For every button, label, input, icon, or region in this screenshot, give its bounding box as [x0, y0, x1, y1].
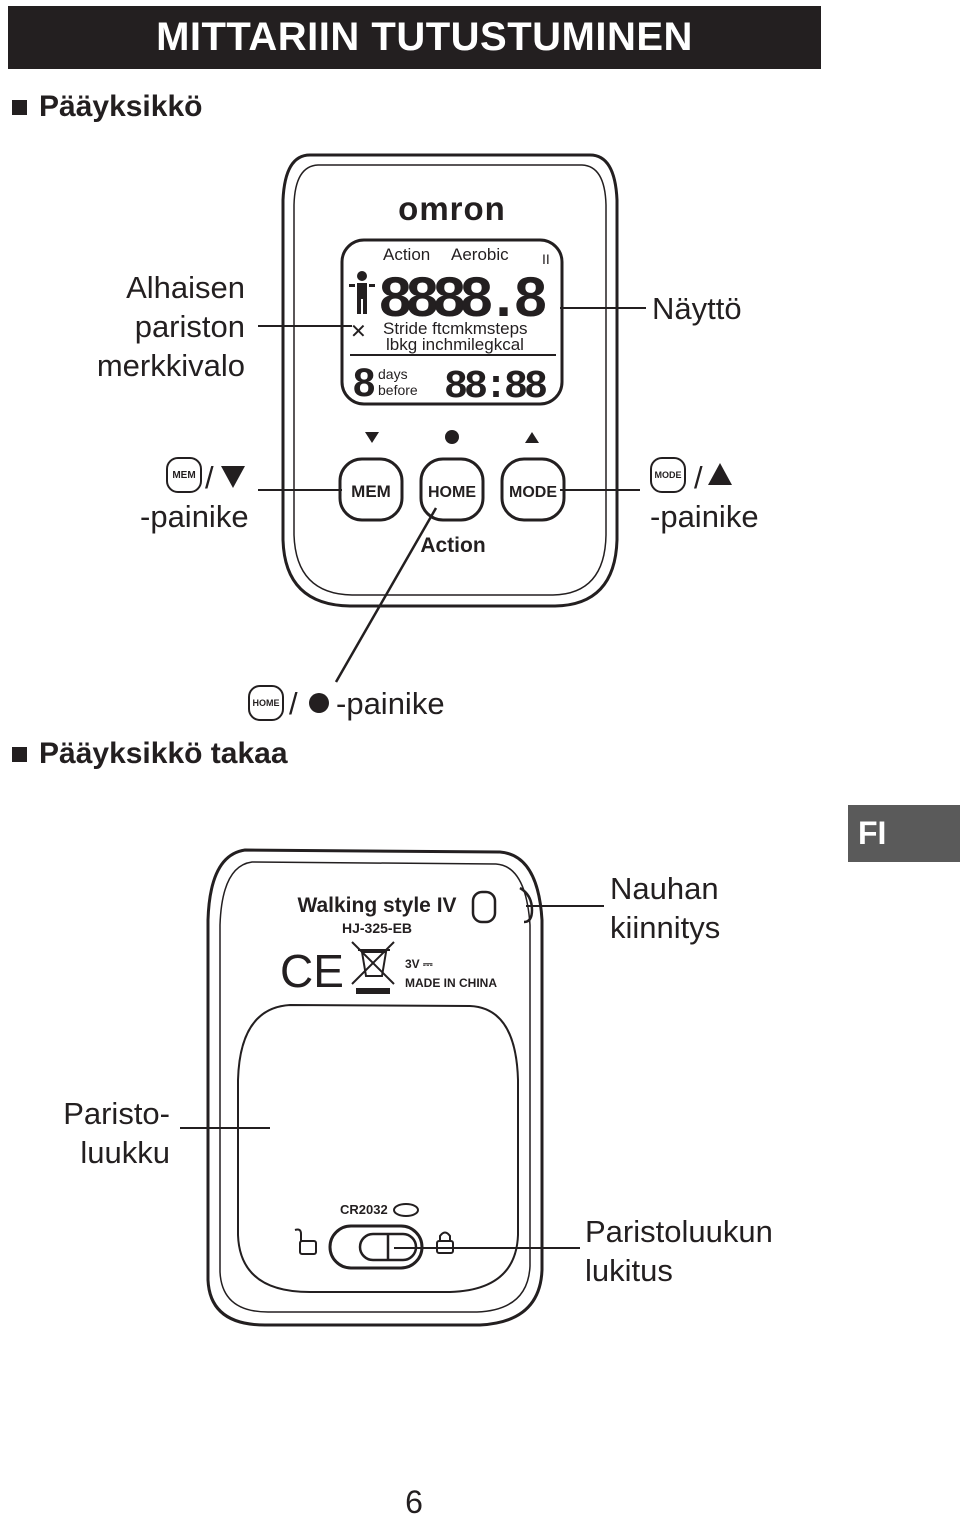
display-label: Näyttö	[652, 291, 742, 326]
mode-button-icon: MODE	[650, 457, 686, 493]
square-bullet-icon	[12, 99, 27, 115]
down-arrow-icon	[365, 432, 379, 443]
label-line: merkkivalo	[96, 348, 245, 383]
strap-attachment-label: Nauhan kiinnitys	[610, 869, 720, 947]
person-icon	[349, 271, 375, 314]
lcd-days: days	[378, 366, 408, 382]
ce-mark-icon: CE	[280, 945, 344, 997]
battery-cover	[237, 1003, 519, 1293]
battery-type: CR2032	[340, 1202, 388, 1217]
brand-logo: omron	[398, 190, 506, 227]
cover-lock-label: Paristoluukun lukitus	[585, 1212, 773, 1290]
mem-button-icon: MEM	[166, 457, 202, 493]
slash: /	[289, 686, 298, 721]
label-line: Paristoluukun	[585, 1214, 773, 1249]
home-button-label: -painike	[336, 686, 445, 721]
battery-cover-label: Paristo- luukku	[40, 1094, 170, 1172]
home-button	[419, 457, 485, 522]
home-button-icon: HOME	[248, 685, 284, 721]
mode-button-label: -painike	[650, 499, 759, 534]
front-device-outline	[281, 153, 619, 608]
label-line: kiinnitys	[610, 910, 721, 945]
low-battery-label: Alhaisen pariston merkkivalo	[40, 268, 245, 385]
origin-label: MADE IN CHINA	[405, 976, 497, 990]
section-main-unit: Pääyksikkö	[12, 90, 202, 124]
down-arrow-label-icon	[221, 466, 245, 488]
unlocked-padlock-icon	[299, 1240, 317, 1255]
label-line: Alhaisen	[126, 270, 245, 305]
lcd-before: before	[378, 382, 418, 398]
page-title-bar: MITTARIIN TUTUSTUMINEN	[8, 6, 821, 69]
leader-home	[334, 507, 438, 683]
lcd-pause-icon: II	[542, 251, 550, 267]
page-number: 6	[405, 1484, 423, 1520]
slash: /	[694, 460, 703, 495]
model-code: HJ-325-EB	[342, 920, 412, 936]
mode-button-text: MODE	[509, 484, 557, 501]
language-tab: FI	[848, 805, 960, 862]
label-line: pariston	[134, 309, 245, 344]
lcd-main-digits: 8888.8	[378, 269, 548, 334]
lcd-action: Action	[383, 245, 430, 264]
up-arrow-icon	[525, 432, 539, 443]
front-device-inner-outline	[293, 164, 607, 596]
label-line: Nauhan	[610, 871, 719, 906]
strap-slot	[471, 890, 497, 924]
label-line: luukku	[80, 1135, 170, 1170]
low-battery-icon: ✕	[350, 321, 367, 343]
weee-bin-icon	[351, 941, 395, 985]
voltage-label: 3V ⎓	[405, 957, 433, 971]
action-label: Action	[420, 534, 485, 557]
lcd-time: 88:88	[444, 365, 548, 410]
label-line: Paristo-	[63, 1096, 170, 1131]
lcd-days-digit: 8	[353, 361, 375, 405]
slash: /	[205, 460, 214, 495]
home-button-text: HOME	[428, 484, 476, 501]
dot-icon	[445, 430, 459, 444]
section-main-unit-back: Pääyksikkö takaa	[12, 737, 288, 771]
lcd-units-1: Stride ftcmkmsteps	[383, 319, 528, 338]
page-title: MITTARIIN TUTUSTUMINEN	[156, 15, 693, 59]
section-heading: Pääyksikkö takaa	[39, 737, 288, 770]
model-name: Walking style IV	[297, 894, 456, 917]
lcd-units-2: lbkg inchmilegkcal	[386, 335, 524, 354]
lcd-screen	[340, 238, 564, 406]
up-arrow-label-icon	[708, 463, 732, 485]
section-heading: Pääyksikkö	[39, 90, 203, 123]
lcd-aerobic: Aerobic	[451, 245, 509, 264]
dot-label-icon	[309, 693, 329, 713]
back-device-outline	[206, 848, 544, 1327]
mem-button-text: MEM	[351, 482, 391, 501]
coin-cell-icon	[393, 1203, 419, 1217]
mem-button-label: -painike	[140, 499, 249, 534]
strap-hook	[519, 886, 534, 924]
square-bullet-icon	[12, 746, 27, 762]
label-line: lukitus	[585, 1253, 673, 1288]
